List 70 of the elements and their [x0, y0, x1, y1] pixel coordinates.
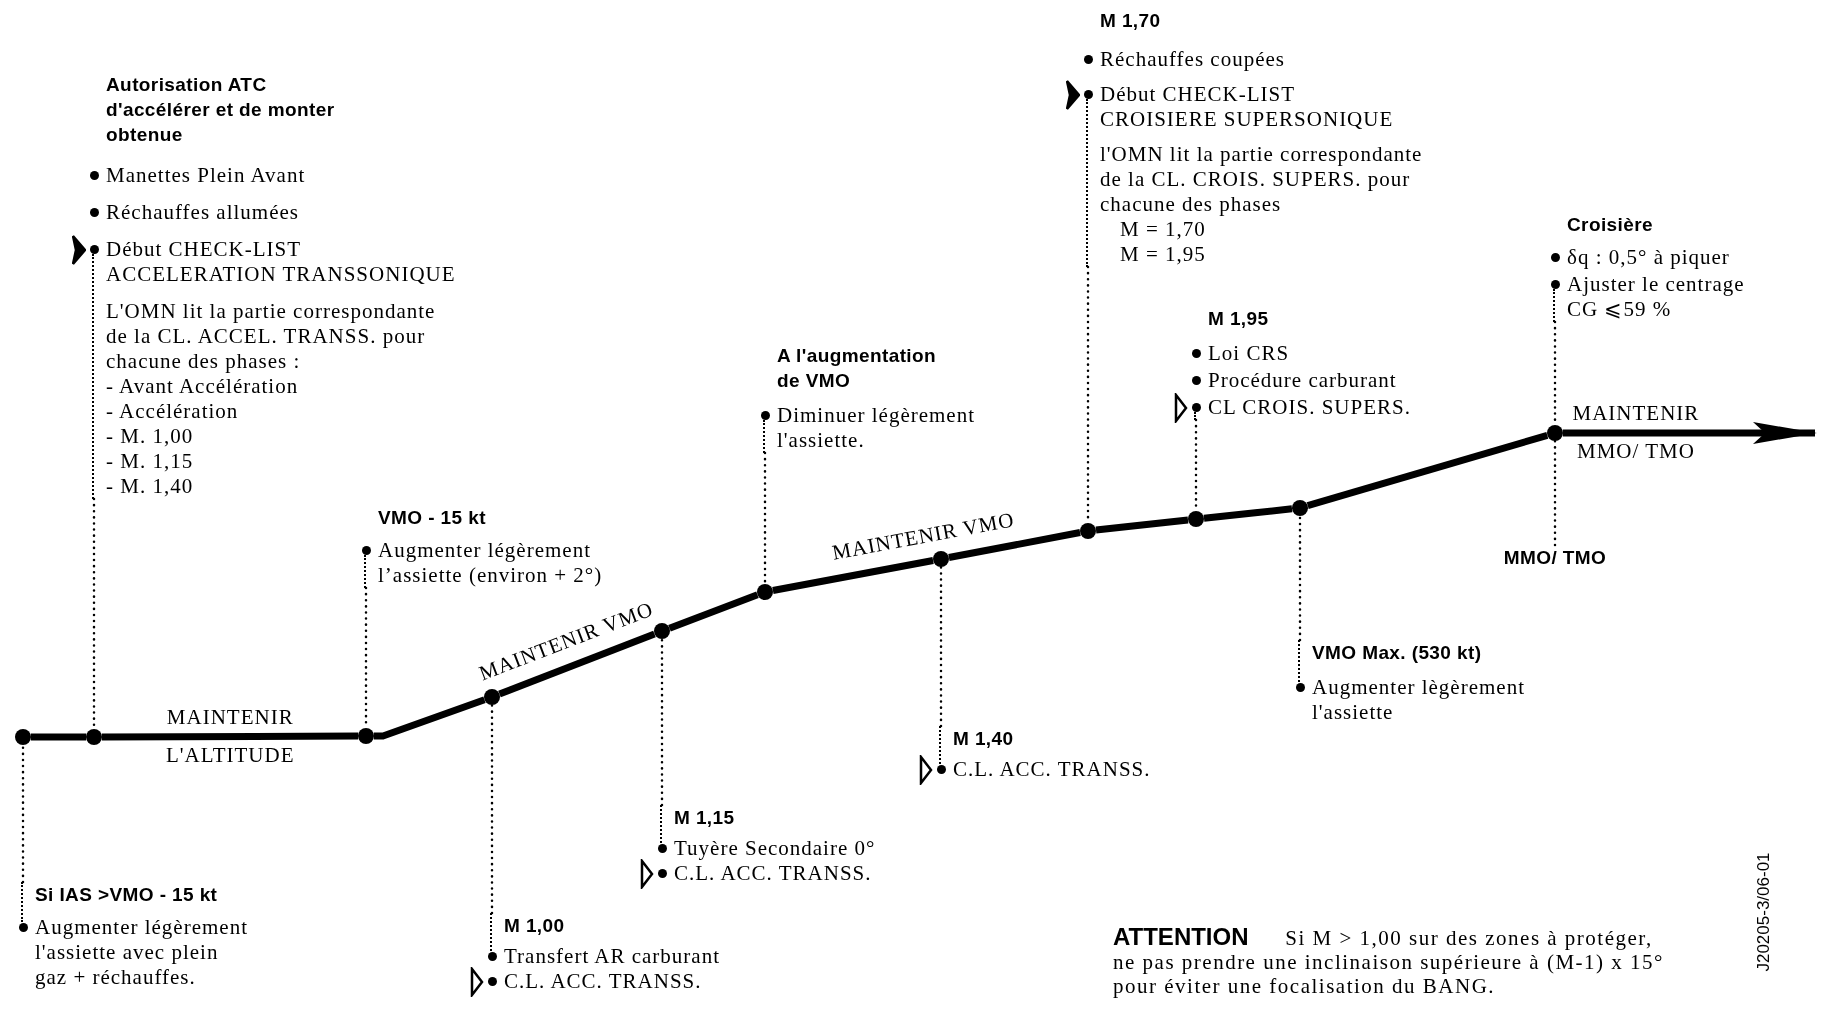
- instruction-text: Diminuer légèrement l'assiette.: [777, 403, 975, 453]
- waypoint-dot: [654, 623, 670, 639]
- waypoint-dot: [15, 729, 31, 745]
- instruction-text: C.L. ACC. TRANSS.: [674, 861, 872, 886]
- edge-label: MAINTENIR L'ALTITUDE: [166, 704, 295, 769]
- heading: M 1,40: [953, 727, 1014, 751]
- instruction-text: Réchauffes allumées: [106, 200, 299, 225]
- flight-path-line: [1203, 505, 1293, 522]
- heading: Autorisation ATC d'accélérer et de monter obtenue: [106, 73, 335, 147]
- flight-path-line: [102, 732, 358, 741]
- instruction-text: Augmenter légèrement l'assiette avec plein gaz + réchauffes.: [35, 915, 248, 990]
- waypoint-dot: [1292, 500, 1308, 516]
- heading: M 1,15: [674, 806, 735, 830]
- instruction-text: - Accélération: [106, 399, 239, 424]
- instruction-text: C.L. ACC. TRANSS.: [953, 757, 1151, 782]
- flight-path-line: [948, 529, 1081, 561]
- leader-line: [1553, 439, 1557, 547]
- waypoint-dot: [358, 728, 374, 744]
- instruction-text: - M. 1,00: [106, 424, 194, 449]
- instruction-text: δq : 0,5° à piquer: [1567, 245, 1730, 270]
- flight-path-line: [31, 733, 86, 741]
- instruction-text: - M. 1,40: [106, 474, 194, 499]
- instruction-text: - M. 1,15: [106, 449, 194, 474]
- instruction-text: CL CROIS. SUPERS.: [1208, 395, 1411, 420]
- instruction-text: Manettes Plein Avant: [106, 163, 306, 188]
- heading: MMO/ TMO: [1503, 546, 1607, 570]
- heading: A l'augmentation de VMO: [777, 344, 937, 393]
- instruction-text: l'OMN lit la partie correspondante de la CL. CROIS. SUPERS. pour chacune des phases: [1100, 142, 1423, 217]
- flight-path-arrow: [1563, 422, 1817, 444]
- flight-path-line: [772, 557, 934, 594]
- heading: VMO - 15 kt: [378, 506, 486, 530]
- heading: M 1,00: [504, 914, 565, 938]
- reference-code: J20205-3/06-01: [1753, 852, 1774, 972]
- waypoint-dot: [484, 689, 500, 705]
- instruction-text: Augmenter légèrement l’assiette (environ + 2°): [378, 538, 603, 588]
- instruction-text: Tuyère Secondaire 0°: [674, 836, 876, 861]
- instruction-text: L'OMN lit la partie correspondante de la CL. ACCEL. TRANSS. pour chacune des phases :: [106, 299, 436, 374]
- instruction-text: C.L. ACC. TRANSS.: [504, 969, 702, 994]
- heading: M 1,70: [1100, 9, 1161, 33]
- waypoint-dot: [1188, 511, 1204, 527]
- leader-line: [1298, 514, 1302, 642]
- leader-line: [490, 703, 494, 915]
- warning-note: ATTENTION Si M > 1,00 sur des zones à protéger, ne pas prendre une inclinaison supérieure à (M-1) x 15° pour éviter une focalisation du BANG.: [1113, 925, 1665, 998]
- instruction-text: Début CHECK-LIST ACCELERATION TRANSSONIQUE: [106, 237, 456, 287]
- waypoint-dot: [757, 584, 773, 600]
- waypoint-dot: [1547, 425, 1563, 441]
- instruction-text: Début CHECK-LIST CROISIERE SUPERSONIQUE: [1100, 82, 1394, 132]
- flight-path-line: [498, 630, 656, 698]
- instruction-text: Augmenter lègèrement l'assiette: [1312, 675, 1525, 725]
- heading: Croisière: [1567, 213, 1653, 237]
- leader-line: [660, 637, 664, 807]
- instruction-text: Réchauffes coupées: [1100, 47, 1285, 72]
- heading: VMO Max. (530 kt): [1312, 641, 1482, 665]
- waypoint-dot: [86, 729, 102, 745]
- instruction-text: Ajuster le centrage CG ⩽59 %: [1567, 272, 1745, 322]
- instruction-text: Loi CRS: [1208, 341, 1290, 366]
- instruction-text: M = 1,95: [1119, 242, 1206, 267]
- leader-line: [939, 565, 943, 728]
- waypoint-dot: [1080, 523, 1096, 539]
- instruction-text: M = 1,70: [1119, 217, 1206, 242]
- instruction-text: Procédure carburant: [1208, 368, 1397, 393]
- heading: M 1,95: [1208, 307, 1269, 331]
- instruction-text: Transfert AR carburant: [504, 944, 720, 969]
- flight-path-line: [1095, 516, 1189, 534]
- heading: Si IAS >VMO - 15 kt: [35, 883, 218, 907]
- flight-path-line: [374, 696, 486, 740]
- flight-path-line: [668, 591, 759, 632]
- edge-label: MAINTENIR MMO/ TMO: [1572, 400, 1700, 465]
- instruction-text: - Avant Accélération: [106, 374, 299, 399]
- flight-path-line: [1306, 431, 1549, 510]
